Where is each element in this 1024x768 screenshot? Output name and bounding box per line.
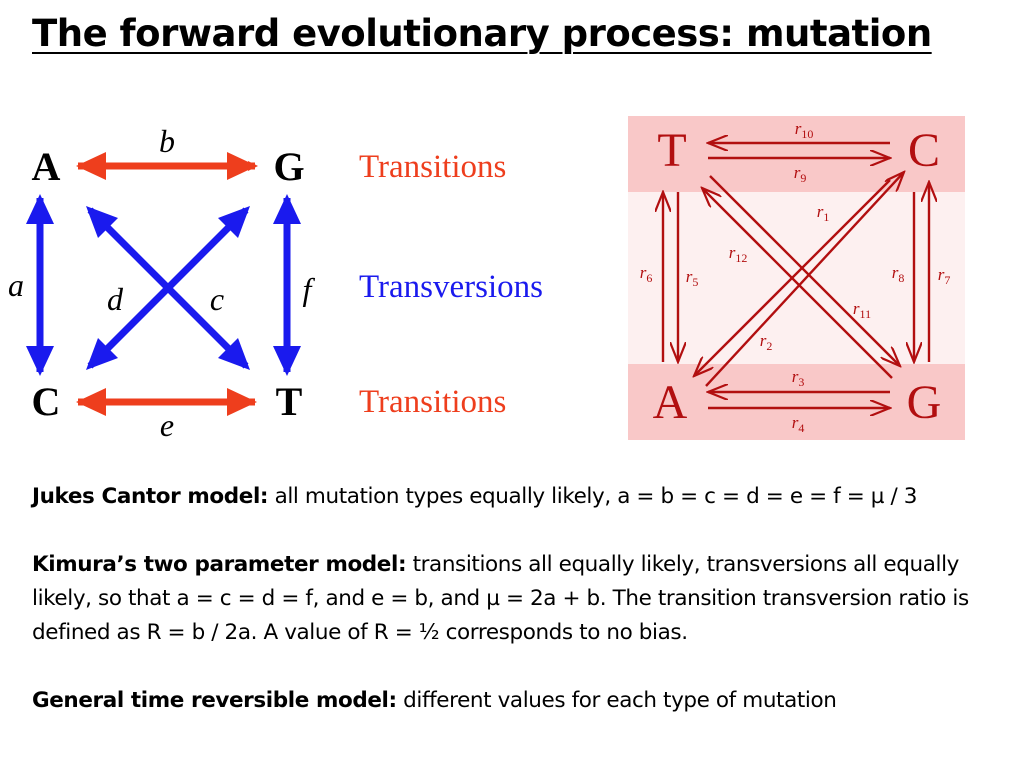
model-name: General time reversible model: [32,688,397,713]
arrowhead [227,152,257,180]
rate-label-d: d [107,281,124,317]
node-A: A [653,376,688,429]
legend-transitions-bottom: Transitions [359,384,506,420]
rate-label-a: a [8,267,24,303]
rate-label-r4: r4 [792,413,805,435]
model-name: Kimura’s two parameter model: [32,552,407,577]
arrowhead [26,194,54,224]
rate-label-c: c [210,281,224,317]
arrowhead [86,206,118,238]
arrowhead [76,388,106,416]
left-diagram: A G C T b e a f d c Transitions Transver… [8,123,543,443]
jukes-cantor-model: Jukes Cantor model: all mutation types e… [32,480,1017,514]
rate-label-r2: r2 [760,331,773,353]
page-title: The forward evolutionary process: mutati… [32,12,932,55]
arrow-d [87,207,249,369]
kimura-model: Kimura’s two parameter model: transition… [32,548,1017,650]
rate-label-r6: r6 [640,263,653,285]
arrow-r12 [702,188,893,379]
model-text: different values for each type of mutati… [396,688,837,713]
right-diagram: T C A G r10 r9 r1 r12 r6 r5 r8 r7 r11 r2… [628,116,965,440]
rate-label-r11: r11 [853,299,871,321]
legend-transitions-top: Transitions [359,149,506,185]
general-time-reversible-model: General time reversible model: different… [32,684,1017,718]
arrowhead [86,338,118,370]
node-T: T [276,379,303,424]
node-C: C [908,124,940,177]
arrowhead [76,152,106,180]
rate-label-r10: r10 [795,119,814,141]
bottom-band [628,364,965,440]
legend-transversions: Transversions [359,269,543,305]
node-G: G [907,376,942,429]
rate-label-e: e [160,407,174,443]
node-T: T [657,124,686,177]
rate-label-r3: r3 [792,367,805,389]
rate-label-r9: r9 [794,163,807,185]
arrowhead [26,346,54,376]
rate-label-r7: r7 [938,265,951,287]
node-A: A [32,144,61,189]
rate-label-f: f [303,271,316,307]
arrowhead [218,206,250,238]
arrow-r11 [709,175,900,366]
model-text: all mutation types equally likely, a = b… [268,484,918,509]
arrowhead [273,194,301,224]
rate-label-r5: r5 [686,267,699,289]
top-band [628,116,965,192]
arrowhead [273,346,301,376]
rate-label-r1: r1 [817,202,830,224]
rate-label-r8: r8 [892,263,905,285]
arrowhead [218,338,250,370]
model-text: transitions all equally likely, transver… [32,552,969,645]
model-name: Jukes Cantor model: [32,484,269,509]
rate-label-b: b [159,123,175,159]
rate-label-r12: r12 [729,243,748,265]
arrow-r2 [694,179,891,376]
node-G: G [273,144,304,189]
node-C: C [32,379,61,424]
arrowhead [227,388,257,416]
arrow-r1 [705,172,904,387]
